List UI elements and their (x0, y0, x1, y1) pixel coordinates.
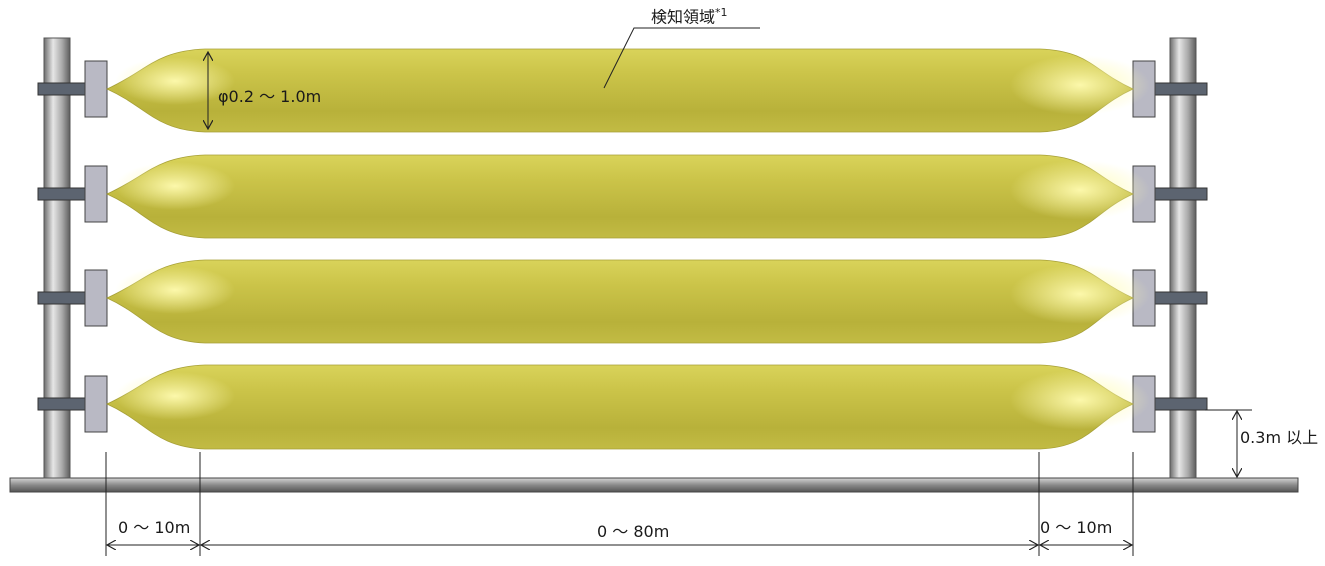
zone-body (106, 259, 1134, 344)
detection-area-leader (603, 27, 760, 89)
left-bracket (37, 397, 89, 411)
right-bracket (1154, 187, 1208, 201)
left-sensor (84, 60, 108, 118)
left-post (43, 37, 71, 479)
detection-zone-2 (37, 154, 1208, 239)
right-bracket (1154, 291, 1208, 305)
right-bracket (1154, 82, 1208, 96)
left-bracket (37, 291, 89, 305)
zone-glow-right (1010, 264, 1150, 324)
diameter-label: φ0.2 ～ 1.0m (218, 87, 322, 106)
detection-zone-4 (37, 364, 1208, 450)
zone-glow-right (1010, 370, 1150, 430)
zone-glow-left (115, 57, 235, 105)
detection-zone-1 (37, 48, 1208, 133)
right-bracket (1154, 397, 1208, 411)
detection-area-label: 検知領域*1 (651, 6, 728, 27)
left-sensor (84, 165, 108, 223)
zone-body (106, 154, 1134, 239)
left-bracket (37, 187, 89, 201)
zone-glow-left (115, 372, 235, 420)
zone-glow-left (115, 266, 235, 314)
left-span-label: 0 ～ 10m (118, 518, 191, 537)
right-span-label: 0 ～ 10m (1040, 518, 1113, 537)
left-sensor (84, 375, 108, 433)
left-sensor (84, 269, 108, 327)
height-label: 0.3m 以上 (1240, 428, 1319, 447)
center-span-label: 0 ～ 80m (597, 522, 670, 541)
dimension-lines (105, 27, 1252, 556)
zone-glow-left (115, 162, 235, 210)
zone-glow-right (1010, 55, 1150, 115)
zone-glow-right (1010, 160, 1150, 220)
right-post (1169, 37, 1197, 479)
left-bracket (37, 82, 89, 96)
ground (9, 477, 1299, 493)
zone-body (106, 364, 1134, 450)
detection-zone-3 (37, 259, 1208, 344)
